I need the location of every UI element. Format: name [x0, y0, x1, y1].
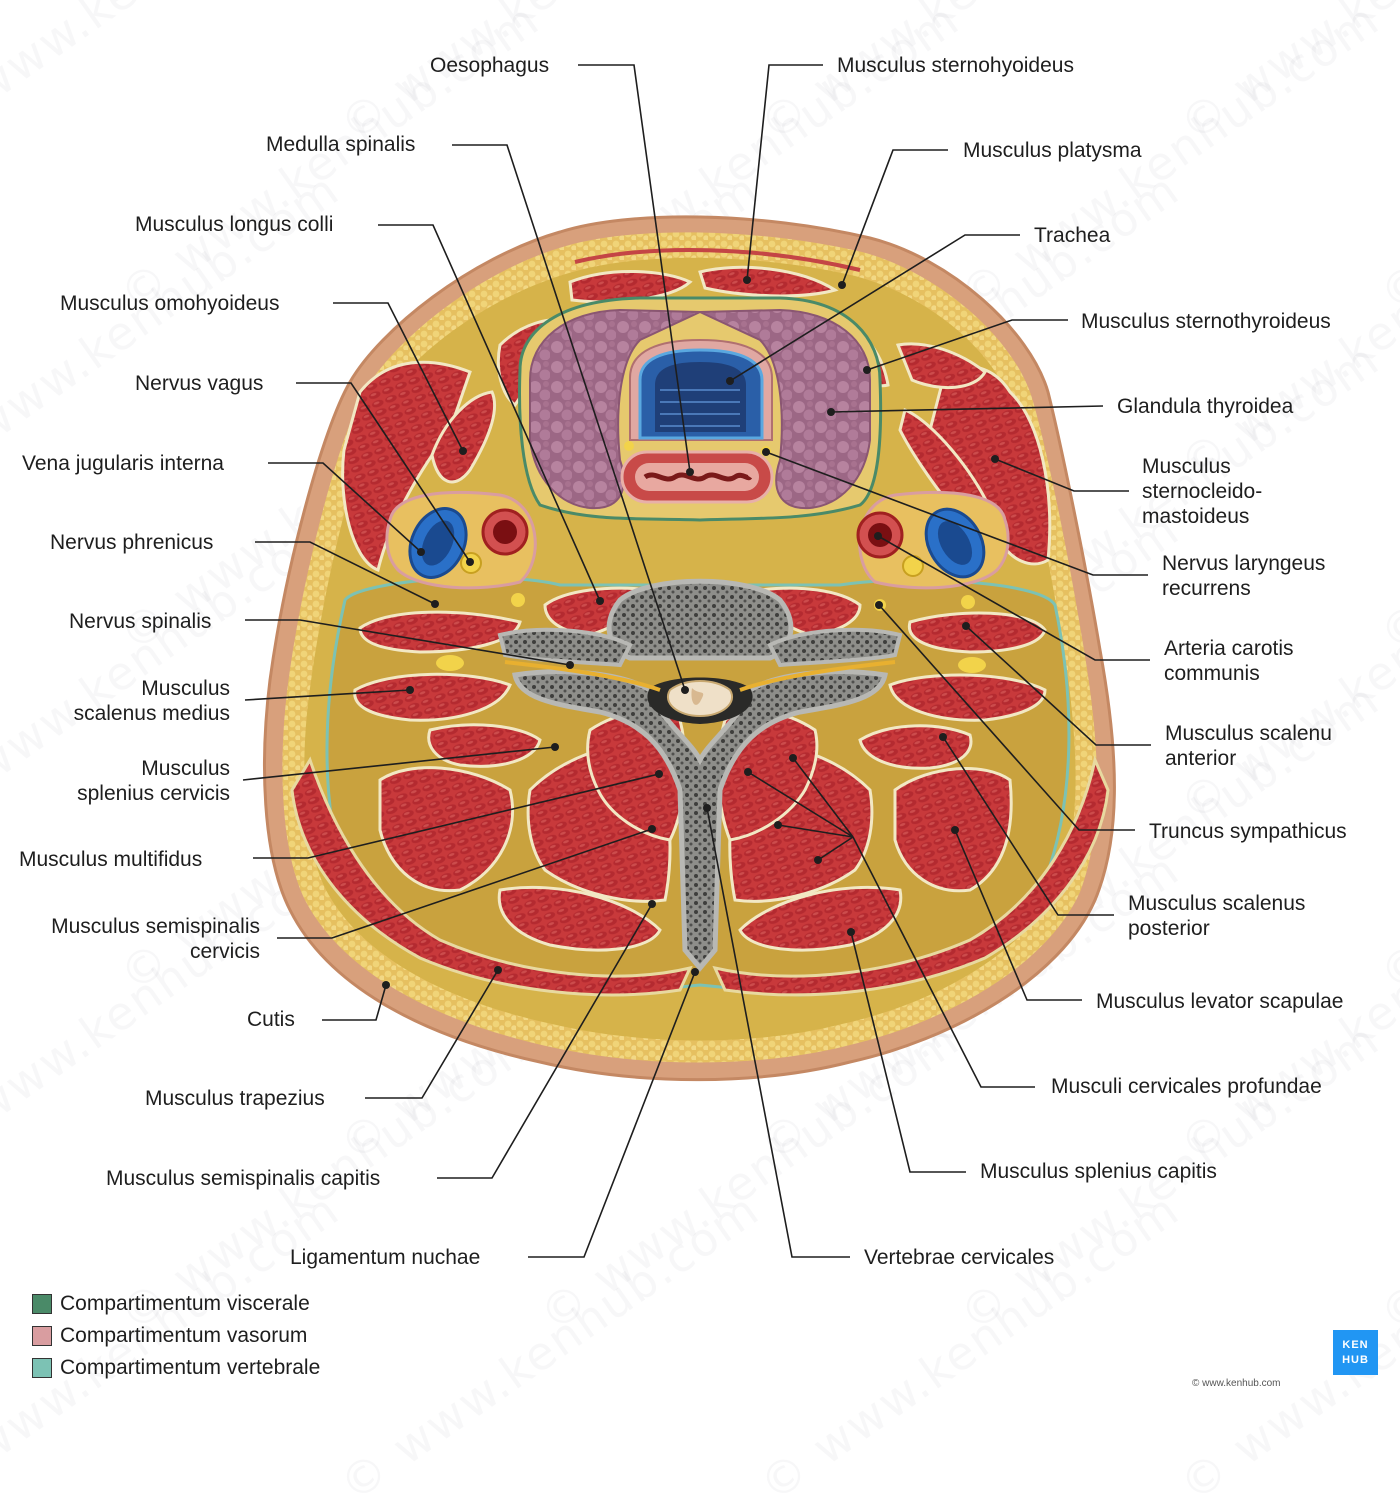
trapezius-left: [290, 756, 693, 997]
label-scalenus-medius: Musculus scalenus medius: [73, 677, 230, 725]
label-nervus-laryngeus: Nervus laryngeus recurrens: [1162, 552, 1326, 600]
legend-item-vasorum: Compartimentum vasorum: [32, 1320, 320, 1352]
label-vena-jugularis: Vena jugularis interna: [22, 452, 224, 475]
scalenus-anterior-right: [907, 611, 1047, 654]
neck-cross-section: [242, 64, 1151, 1258]
spinal-nerve-right: [739, 660, 896, 692]
sternohyoideus-right: [698, 265, 839, 298]
scalenus-medius-right: [888, 673, 1047, 722]
label-semispinalis-cervicis: Musculus semispinalis cervicis: [51, 915, 260, 963]
label-nervus-vagus: Nervus vagus: [135, 372, 264, 395]
diagram-stage: © www.kenhub.com© www.kenhub.com© www.ke…: [19, 54, 1378, 1389]
nervus-phrenicus-left: [511, 593, 525, 607]
nervus-phrenicus-right: [961, 595, 975, 609]
label-medulla-spinalis: Medulla spinalis: [266, 133, 416, 156]
label-cervicales-profundae: Musculi cervicales profundae: [1051, 1075, 1322, 1098]
scalenus-medius-left: [353, 672, 512, 722]
transverse-process-right: [767, 627, 903, 668]
label-multifidus: Musculus multifidus: [19, 848, 203, 871]
splenius-capitis-left: [497, 885, 662, 952]
label-arteria-carotis: Arteria carotis communis: [1164, 637, 1294, 685]
oesophagus-lumen: [643, 472, 753, 482]
legend-swatch: [32, 1358, 52, 1378]
label-scalenus-posterior: Musculus scalenus posterior: [1128, 892, 1306, 940]
label-nervus-phrenicus: Nervus phrenicus: [50, 531, 214, 554]
label-sternothyroideus: Musculus sternothyroideus: [1081, 310, 1331, 333]
label-longus-colli: Musculus longus colli: [135, 213, 334, 236]
vertebral-body: [606, 578, 794, 661]
label-glandula-thyroidea: Glandula thyroidea: [1117, 395, 1294, 418]
label-cutis: Cutis: [247, 1008, 295, 1031]
label-splenius-capitis: Musculus splenius capitis: [980, 1160, 1217, 1183]
label-trachea: Trachea: [1034, 224, 1111, 247]
levator-scapulae-left: [378, 766, 515, 893]
vertebral-arch: [512, 669, 888, 972]
label-nervus-spinalis: Nervus spinalis: [69, 610, 212, 633]
legend-item-viscerale: Compartimentum viscerale: [32, 1288, 320, 1320]
nerve-left: [436, 655, 464, 671]
nerve-right: [958, 657, 986, 673]
label-levator-scapulae: Musculus levator scapulae: [1096, 990, 1344, 1013]
copyright-text: © www.kenhub.com: [1192, 1378, 1281, 1389]
label-vertebrae-cervicales: Vertebrae cervicales: [864, 1246, 1055, 1269]
scalenus-posterior-left: [427, 723, 542, 768]
label-scalenu-anterior: Musculus scalenu anterior: [1165, 722, 1332, 770]
platysma-strip: [574, 248, 861, 272]
omohyoideus-left: [430, 390, 497, 484]
label-sternohyoideus: Musculus sternohyoideus: [837, 54, 1074, 77]
label-truncus-sympathicus: Truncus sympathicus: [1149, 820, 1347, 843]
thyroid-right-lobe: [699, 308, 871, 510]
nervus-vagus-right: [902, 555, 924, 577]
kenhub-logo: KEN HUB: [1333, 1330, 1378, 1375]
label-sternocleidomastoideus: Musculus sternocleido- mastoideus: [1142, 455, 1263, 528]
legend-item-vertebrale: Compartimentum vertebrale: [32, 1352, 320, 1384]
trapezius-right: [712, 755, 1110, 997]
legend: Compartimentum viscerale Compartimentum …: [32, 1288, 320, 1384]
label-platysma: Musculus platysma: [963, 139, 1142, 162]
omohyoideus-right: [895, 342, 987, 390]
legend-swatch: [32, 1326, 52, 1346]
legend-swatch: [32, 1294, 52, 1314]
label-trapezius: Musculus trapezius: [145, 1087, 325, 1110]
thyroid-left-lobe: [529, 308, 701, 510]
spinal-nerve-left: [504, 660, 661, 692]
label-oesophagus: Oesophagus: [430, 54, 550, 77]
label-ligamentum-nuchae: Ligamentum nuchae: [290, 1246, 481, 1269]
trachea-lumen: [655, 362, 746, 432]
label-semispinalis-capitis: Musculus semispinalis capitis: [106, 1167, 381, 1190]
label-omohyoideus: Musculus omohyoideus: [60, 292, 280, 315]
label-splenius-cervicis: Musculus splenius cervicis: [77, 757, 230, 805]
